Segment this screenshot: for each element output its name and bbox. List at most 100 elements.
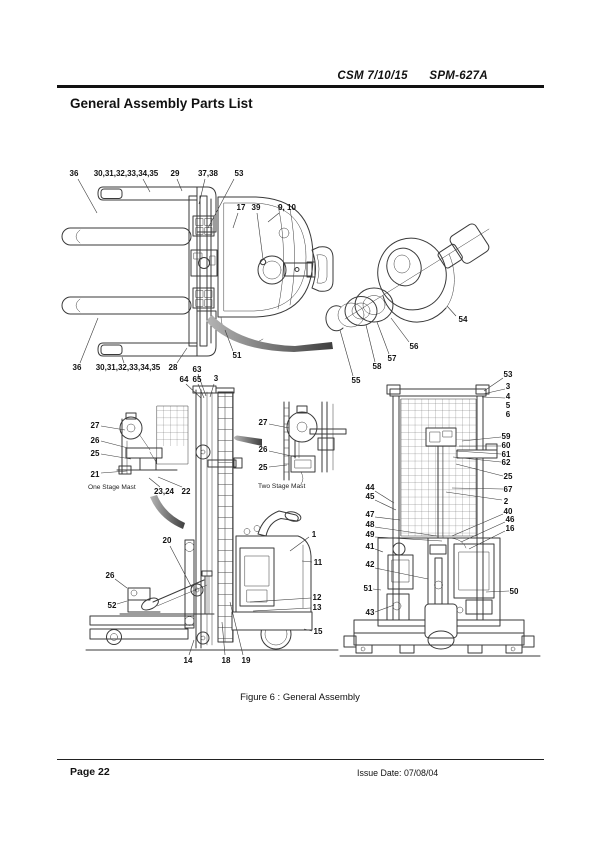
leader-line	[485, 590, 510, 593]
part-label: 51	[233, 351, 242, 360]
part-label: 11	[314, 558, 323, 567]
leader-line	[249, 597, 312, 603]
part-label: 64	[180, 375, 189, 384]
leader-line	[339, 329, 354, 377]
part-label: 30,31,32,33,34,35	[96, 363, 161, 372]
leader-line	[77, 178, 98, 214]
leader-line	[451, 513, 504, 537]
part-label: 6	[506, 410, 511, 419]
part-label: 44	[366, 483, 375, 492]
part-label: 42	[366, 560, 375, 569]
page-title: General Assembly Parts List	[70, 96, 253, 111]
part-label: 18	[222, 656, 231, 665]
leader-line	[455, 463, 504, 477]
diagram-caption: One Stage Mast	[88, 484, 136, 491]
part-label: 9, 10	[278, 203, 296, 212]
leader-line	[197, 373, 207, 397]
part-label: 4	[506, 392, 511, 401]
leader-line	[232, 212, 239, 229]
leader-line	[460, 521, 506, 543]
part-label: 55	[352, 376, 361, 385]
part-label: 49	[366, 530, 375, 539]
leader-line	[100, 425, 126, 431]
part-label: 37,38	[198, 169, 219, 178]
part-label: 40	[504, 507, 513, 516]
part-label: 50	[510, 587, 519, 596]
part-label: 67	[504, 485, 513, 494]
part-label: 1	[312, 530, 317, 539]
leader-line	[221, 621, 226, 656]
leader-line	[372, 588, 382, 591]
leader-line	[374, 548, 384, 553]
leader-line	[188, 639, 195, 656]
part-label: 45	[366, 492, 375, 501]
doc-header: CSM 7/10/15 SPM-627A	[0, 70, 488, 82]
leader-line	[100, 470, 128, 474]
part-label: 13	[313, 603, 322, 612]
part-label: 26	[106, 571, 115, 580]
part-label: 52	[108, 601, 117, 610]
part-label: 36	[73, 363, 82, 372]
leader-line	[374, 567, 429, 580]
leader-line	[116, 600, 128, 605]
part-label: 28	[169, 363, 178, 372]
leader-line	[185, 383, 202, 399]
part-label: 25	[259, 463, 268, 472]
part-label: 5	[506, 401, 511, 410]
doc-code: CSM 7/10/15	[337, 70, 408, 82]
issue-date: Issue Date: 07/08/04	[357, 768, 439, 778]
part-label: 54	[459, 315, 468, 324]
part-label: 56	[410, 342, 419, 351]
leader-line	[142, 178, 151, 193]
leader-line	[207, 178, 235, 229]
leader-line	[374, 516, 401, 521]
leader-line	[252, 607, 312, 612]
part-label: 12	[313, 593, 322, 602]
leader-line	[100, 440, 129, 449]
leader-line	[451, 487, 504, 490]
part-label: 41	[366, 542, 375, 551]
leader-line	[229, 601, 244, 656]
top-exploded-view	[61, 186, 490, 357]
part-label: 14	[184, 656, 193, 665]
rear-view	[339, 384, 541, 657]
part-label: 29	[171, 169, 180, 178]
leader-line	[114, 578, 128, 589]
model-code: SPM-627A	[429, 70, 488, 82]
part-label: 46	[506, 515, 515, 524]
part-label: 16	[506, 524, 515, 533]
leader-line	[468, 530, 506, 550]
footer-rule	[57, 759, 544, 761]
leader-line	[452, 456, 502, 463]
part-label: 3	[214, 374, 219, 383]
part-label: 21	[91, 470, 100, 479]
one-stage-mast-detail	[116, 405, 189, 475]
leader-line	[374, 604, 395, 613]
side-view	[85, 385, 339, 651]
diagram-caption: Two Stage Mast	[258, 483, 305, 490]
part-label: 36	[70, 169, 79, 178]
leader-line	[482, 388, 506, 395]
part-label: 22	[182, 487, 191, 496]
part-label: 62	[502, 458, 511, 467]
part-label: 19	[242, 656, 251, 665]
leader-line	[267, 212, 280, 223]
leader-line	[268, 464, 288, 468]
part-label: 47	[366, 510, 375, 519]
leader-line	[365, 324, 376, 363]
leader-line	[289, 536, 310, 552]
part-label: 17	[237, 203, 246, 212]
leader-line	[100, 453, 132, 460]
leader-line	[374, 499, 397, 511]
figure-caption: Figure 6 : General Assembly	[240, 692, 360, 703]
leader-line	[483, 377, 504, 392]
part-label: 57	[388, 354, 397, 363]
leader-line	[446, 305, 457, 317]
leader-line	[390, 317, 410, 343]
part-label: 43	[366, 608, 375, 617]
leader-line	[176, 178, 183, 192]
part-label: 25	[504, 472, 513, 481]
part-label: 63	[193, 365, 202, 374]
leader-line	[79, 317, 99, 364]
